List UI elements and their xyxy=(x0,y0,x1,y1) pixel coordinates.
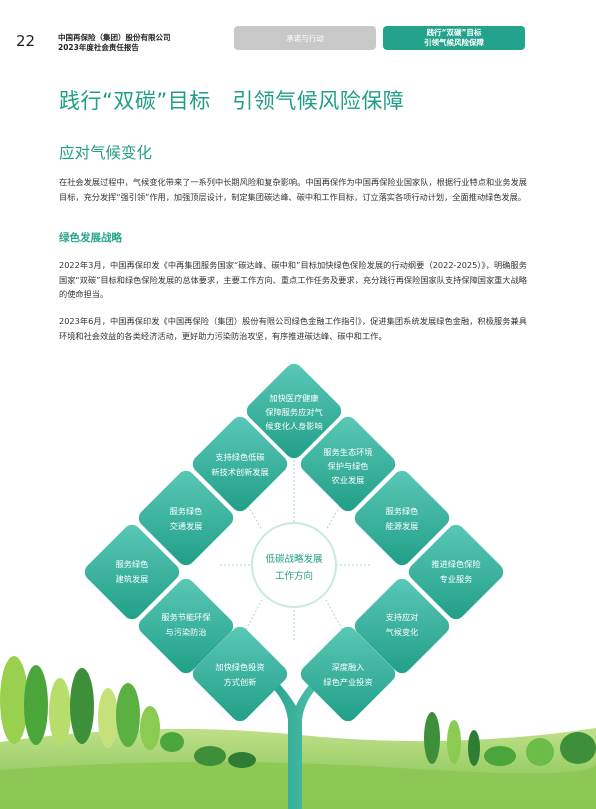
tile-green-energy: 服务绿色 能源发展 xyxy=(354,470,450,566)
svg-text:服务绿色: 服务绿色 xyxy=(170,506,203,516)
landscape-illustration xyxy=(0,656,596,809)
subsection-title: 绿色发展战略 xyxy=(59,232,122,244)
tab-commitment-action-label: 承诺与行动 xyxy=(286,33,324,43)
svg-text:服务绿色: 服务绿色 xyxy=(386,506,419,516)
svg-text:加快医疗健康: 加快医疗健康 xyxy=(269,393,318,403)
svg-text:建筑发展: 建筑发展 xyxy=(116,574,149,584)
section-title: 应对气候变化 xyxy=(59,144,153,162)
tile-green-transport: 服务绿色 交通发展 xyxy=(138,470,234,566)
svg-text:支持绿色低碳: 支持绿色低碳 xyxy=(215,452,264,462)
svg-text:能源发展: 能源发展 xyxy=(386,521,419,531)
svg-text:方式创新: 方式创新 xyxy=(224,677,257,687)
tab-commitment-action[interactable]: 承诺与行动 xyxy=(234,26,376,50)
svg-text:服务生态环境: 服务生态环境 xyxy=(323,447,372,457)
svg-text:支持应对: 支持应对 xyxy=(386,612,419,622)
tree-trunk xyxy=(262,674,326,809)
svg-text:保护与绿色: 保护与绿色 xyxy=(328,461,369,471)
center-label-line2: 工作方向 xyxy=(275,570,313,582)
page-title: 践行“双碳”目标 引领气候风险保障 xyxy=(59,89,405,113)
tab-dual-carbon-label-line1: 践行“双碳”目标 xyxy=(426,28,482,37)
tile-green-building: 服务绿色 建筑发展 xyxy=(84,524,180,620)
paragraph-strategy-2023: 2023年6月，中国再保印发《中国再保险（集团）股份有限公司绿色金融工作指引》，… xyxy=(59,316,527,341)
tile-green-investment: 加快绿色投资 方式创新 xyxy=(192,626,288,722)
svg-text:气候变化: 气候变化 xyxy=(386,627,419,637)
trees-right xyxy=(424,712,596,766)
green-strategy-diagram: 低碳战略发展 工作方向 加快医疗健康 保障服务应对气 候变化人身影响 支持绿色低… xyxy=(0,363,596,809)
svg-text:新技术创新发展: 新技术创新发展 xyxy=(211,467,268,477)
diamond-tiles: 加快医疗健康 保障服务应对气 候变化人身影响 支持绿色低碳 新技术创新发展 服务… xyxy=(84,363,504,722)
tile-green-industry: 深度融入 绿色产业投资 xyxy=(300,626,396,722)
paragraph-strategy-2022: 2022年3月，中国再保印发《中再集团服务国家“碳达峰、碳中和”目标加快绿色保险… xyxy=(59,260,527,299)
center-node: 低碳战略发展 工作方向 xyxy=(251,522,337,608)
tile-low-carbon-tech: 支持绿色低碳 新技术创新发展 xyxy=(192,416,288,512)
tile-climate-response: 支持应对 气候变化 xyxy=(354,578,450,674)
tab-dual-carbon-label-line2: 引领气候风险保障 xyxy=(424,38,484,47)
report-company-name: 中国再保险（集团）股份有限公司 xyxy=(58,33,171,42)
svg-text:服务绿色: 服务绿色 xyxy=(116,559,149,569)
svg-text:农业发展: 农业发展 xyxy=(332,475,365,485)
report-title: 2023年度社会责任报告 xyxy=(58,43,139,52)
svg-text:深度融入: 深度融入 xyxy=(332,662,365,672)
svg-text:服务节能环保: 服务节能环保 xyxy=(161,612,211,622)
tile-ecology-agriculture: 服务生态环境 保护与绿色 农业发展 xyxy=(300,416,396,512)
center-label-line1: 低碳战略发展 xyxy=(265,553,323,565)
tab-dual-carbon[interactable]: 践行“双碳”目标 引领气候风险保障 xyxy=(383,26,525,50)
svg-text:推进绿色保险: 推进绿色保险 xyxy=(431,559,481,569)
page-number: 22 xyxy=(16,32,36,50)
tile-green-insurance-service: 推进绿色保险 专业服务 xyxy=(408,524,504,620)
tile-energy-saving: 服务节能环保 与污染防治 xyxy=(138,578,234,674)
svg-text:绿色产业投资: 绿色产业投资 xyxy=(323,677,372,687)
svg-text:候变化人身影响: 候变化人身影响 xyxy=(265,421,322,431)
svg-text:加快绿色投资: 加快绿色投资 xyxy=(215,662,264,672)
paragraph-intro: 在社会发展过程中，气候变化带来了一系列中长期风险和复杂影响。中国再保作为中国再保… xyxy=(59,177,527,202)
trees-left xyxy=(0,656,256,768)
svg-text:与污染防治: 与污染防治 xyxy=(166,627,207,637)
svg-text:专业服务: 专业服务 xyxy=(440,574,473,584)
svg-text:交通发展: 交通发展 xyxy=(170,521,203,531)
tile-medical-health: 加快医疗健康 保障服务应对气 候变化人身影响 xyxy=(246,363,342,459)
svg-text:保障服务应对气: 保障服务应对气 xyxy=(265,407,322,417)
